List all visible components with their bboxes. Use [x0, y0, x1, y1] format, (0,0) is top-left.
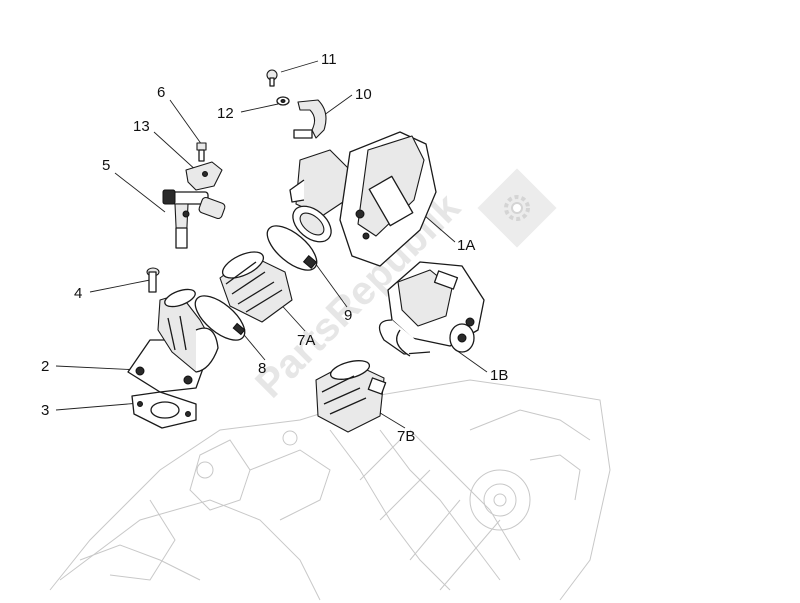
callout-13: 13 [133, 118, 150, 135]
part-7A-boot [219, 251, 293, 323]
part-3-gasket [131, 391, 197, 429]
callout-11: 11 [321, 51, 337, 68]
callout-4: 4 [74, 285, 82, 302]
callout-6: 6 [157, 84, 165, 101]
part-2-manifold [127, 288, 219, 393]
engine-block-ghost [49, 379, 611, 601]
callout-8: 8 [258, 360, 266, 377]
part-7B-spacer [315, 360, 387, 433]
part-10-bracket [293, 99, 327, 139]
callout-2: 2 [41, 358, 49, 375]
callout-7B: 7B [397, 428, 415, 445]
part-1A-throttle-body [289, 131, 437, 267]
part-4-bolt [146, 267, 160, 293]
part-11-screw [266, 69, 278, 87]
callout-1A: 1A [457, 237, 475, 254]
callout-7A: 7A [297, 332, 315, 349]
callout-1B: 1B [490, 367, 508, 384]
callout-5: 5 [102, 157, 110, 174]
callout-12: 12 [217, 105, 234, 122]
callout-3: 3 [41, 402, 49, 419]
part-5-injector [162, 189, 226, 249]
part-6-bolt [196, 142, 207, 162]
callout-9: 9 [344, 307, 352, 324]
part-13-plate [185, 161, 223, 191]
callout-10: 10 [355, 86, 372, 103]
part-9-clamp [266, 225, 318, 271]
callout-labels: 11 10 12 6 13 5 1A 4 9 7A 1B 2 8 3 7B [41, 51, 508, 445]
part-1B-throttle-body [378, 261, 485, 357]
part-8-clamp [194, 295, 246, 341]
part-12-washer [276, 96, 290, 106]
watermark-gear-icon [477, 168, 557, 248]
